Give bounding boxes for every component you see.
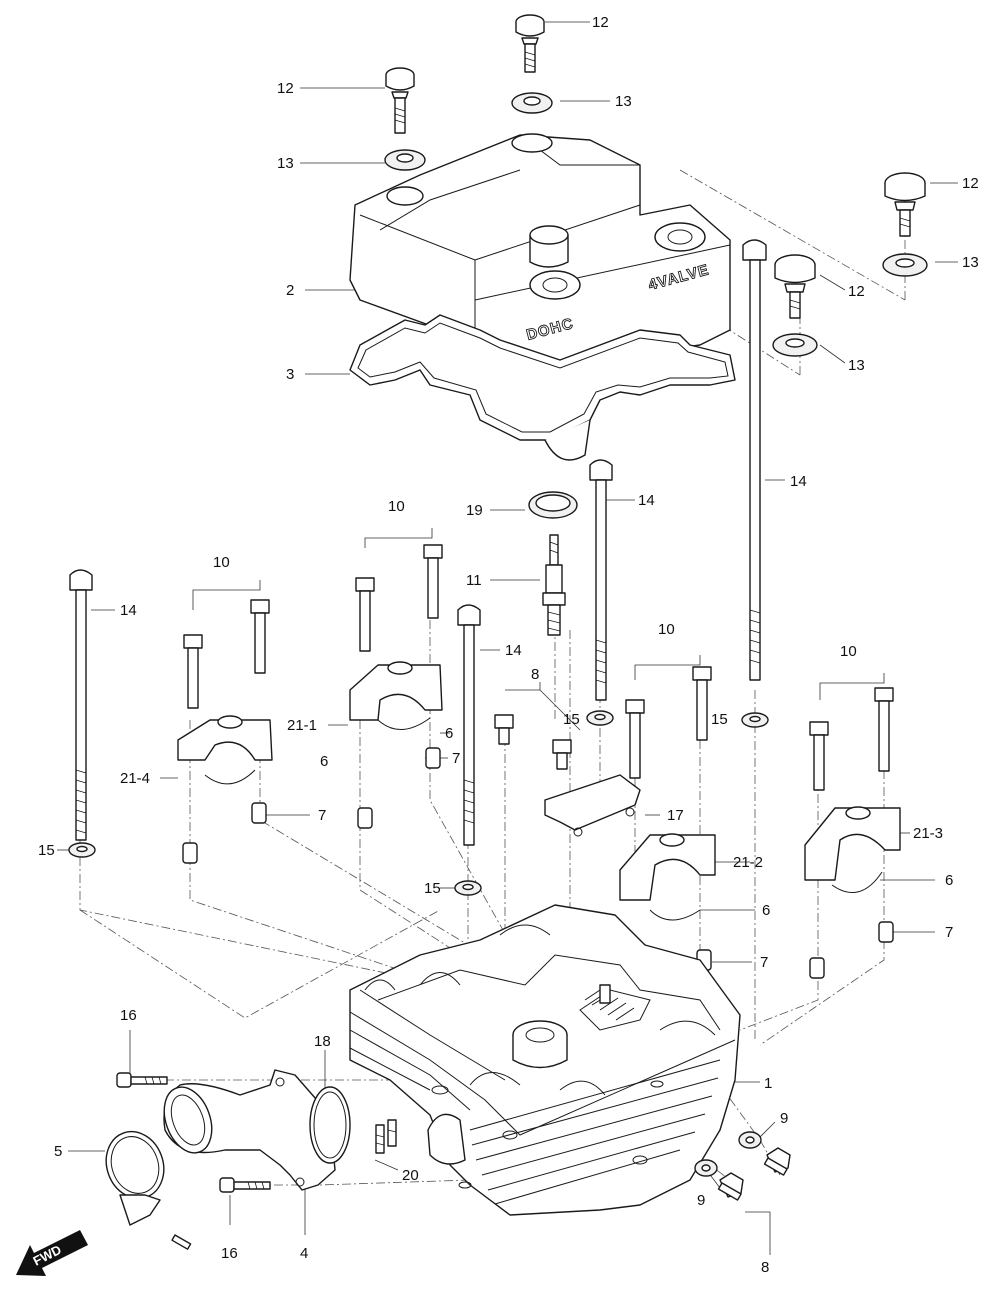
manifold-bolt-16-b <box>219 1177 271 1193</box>
dowel-pins-7 <box>182 747 894 979</box>
label-13-mid: 13 <box>848 357 865 374</box>
label-10-c: 10 <box>658 621 675 638</box>
washer-9-b <box>694 1159 718 1177</box>
label-10-a: 10 <box>388 498 405 515</box>
label-12-right: 12 <box>962 175 979 192</box>
cylinder-head-1 <box>349 904 741 1216</box>
label-7-d: 7 <box>760 954 768 971</box>
cover-bolt-12-a <box>515 14 545 73</box>
head-bolt-14-left <box>69 569 93 841</box>
bolt-8-b <box>717 1172 744 1201</box>
label-7-b: 7 <box>318 807 326 824</box>
cover-bolt-12-c <box>884 172 926 237</box>
label-14-d: 14 <box>505 642 522 659</box>
cam-cap-21-3 <box>804 806 901 893</box>
label-1: 1 <box>764 1075 772 1092</box>
label-7-c: 7 <box>945 924 953 941</box>
cover-washer-13-a <box>511 92 553 114</box>
bolt-8-a <box>763 1147 791 1176</box>
label-6-d: 6 <box>762 902 770 919</box>
washer-9-a <box>738 1131 762 1149</box>
label-16-bottom: 16 <box>221 1245 238 1262</box>
head-bolt-14-right-a <box>589 459 613 701</box>
cover-bolt-12-b <box>385 67 415 134</box>
studs-20 <box>375 1119 397 1154</box>
label-20: 20 <box>402 1167 419 1184</box>
label-21-1: 21-1 <box>287 717 317 734</box>
label-14-b: 14 <box>790 473 807 490</box>
spark-plug-11 <box>542 534 566 636</box>
cap-bolts-10 <box>183 544 894 791</box>
valve-cover-2: 4VALVE DOHC <box>349 133 731 371</box>
label-8-top: 8 <box>531 666 539 683</box>
label-17: 17 <box>667 807 684 824</box>
label-10-b: 10 <box>213 554 230 571</box>
washer-15-a <box>68 842 96 858</box>
cam-cap-21-4 <box>177 715 273 785</box>
washer-15-c <box>586 710 614 726</box>
label-21-4: 21-4 <box>120 770 150 787</box>
cam-cap-21-2 <box>619 833 716 921</box>
label-12-mid: 12 <box>848 283 865 300</box>
label-13-top: 13 <box>615 93 632 110</box>
label-15-c: 15 <box>38 842 55 859</box>
label-15-d: 15 <box>424 880 441 897</box>
label-3: 3 <box>286 366 294 383</box>
label-19: 19 <box>466 502 483 519</box>
valve-cover-gasket-3 <box>349 314 736 461</box>
manifold-bolt-16-a <box>116 1072 168 1088</box>
head-bolt-14-center <box>457 604 481 846</box>
part-labels: 12 12 13 13 12 13 12 13 2 3 19 14 14 10 … <box>38 14 979 1276</box>
forward-arrow: FWD <box>16 1230 88 1276</box>
label-12-left: 12 <box>277 80 294 97</box>
label-6-a: 6 <box>445 725 453 742</box>
label-8-bottom: 8 <box>761 1259 769 1276</box>
hose-clamp-5 <box>105 1130 192 1250</box>
washer-15-d <box>741 712 769 728</box>
o-ring-18 <box>309 1086 351 1164</box>
label-7-a: 7 <box>452 750 460 767</box>
bolts-8-top <box>494 714 572 770</box>
cover-bolt-12-d <box>774 254 816 319</box>
label-2: 2 <box>286 282 294 299</box>
label-16-top: 16 <box>120 1007 137 1024</box>
cover-washer-13-c <box>882 253 928 277</box>
label-21-3: 21-3 <box>913 825 943 842</box>
label-9-b: 9 <box>697 1192 705 1209</box>
label-9-a: 9 <box>780 1110 788 1127</box>
chain-guide-17 <box>544 774 641 837</box>
intake-manifold-4 <box>163 1069 336 1191</box>
label-6-c: 6 <box>945 872 953 889</box>
head-bolt-14-right-b <box>742 239 767 681</box>
label-15-b: 15 <box>711 711 728 728</box>
label-11: 11 <box>466 572 482 589</box>
label-4: 4 <box>300 1245 308 1262</box>
label-13-left: 13 <box>277 155 294 172</box>
label-10-d: 10 <box>840 643 857 660</box>
label-14-c: 14 <box>120 602 137 619</box>
label-15-a: 15 <box>563 711 580 728</box>
o-ring-19 <box>528 491 578 519</box>
washer-15-b <box>454 880 482 896</box>
label-12-top: 12 <box>592 14 609 31</box>
label-14-a: 14 <box>638 492 655 509</box>
label-13-right: 13 <box>962 254 979 271</box>
label-6-b: 6 <box>320 753 328 770</box>
label-5: 5 <box>54 1143 62 1160</box>
cover-washer-13-b <box>384 149 426 171</box>
label-18: 18 <box>314 1033 331 1050</box>
label-21-2: 21-2 <box>733 854 763 871</box>
cover-washer-13-d <box>772 333 818 357</box>
cam-cap-21-1 <box>349 661 443 730</box>
